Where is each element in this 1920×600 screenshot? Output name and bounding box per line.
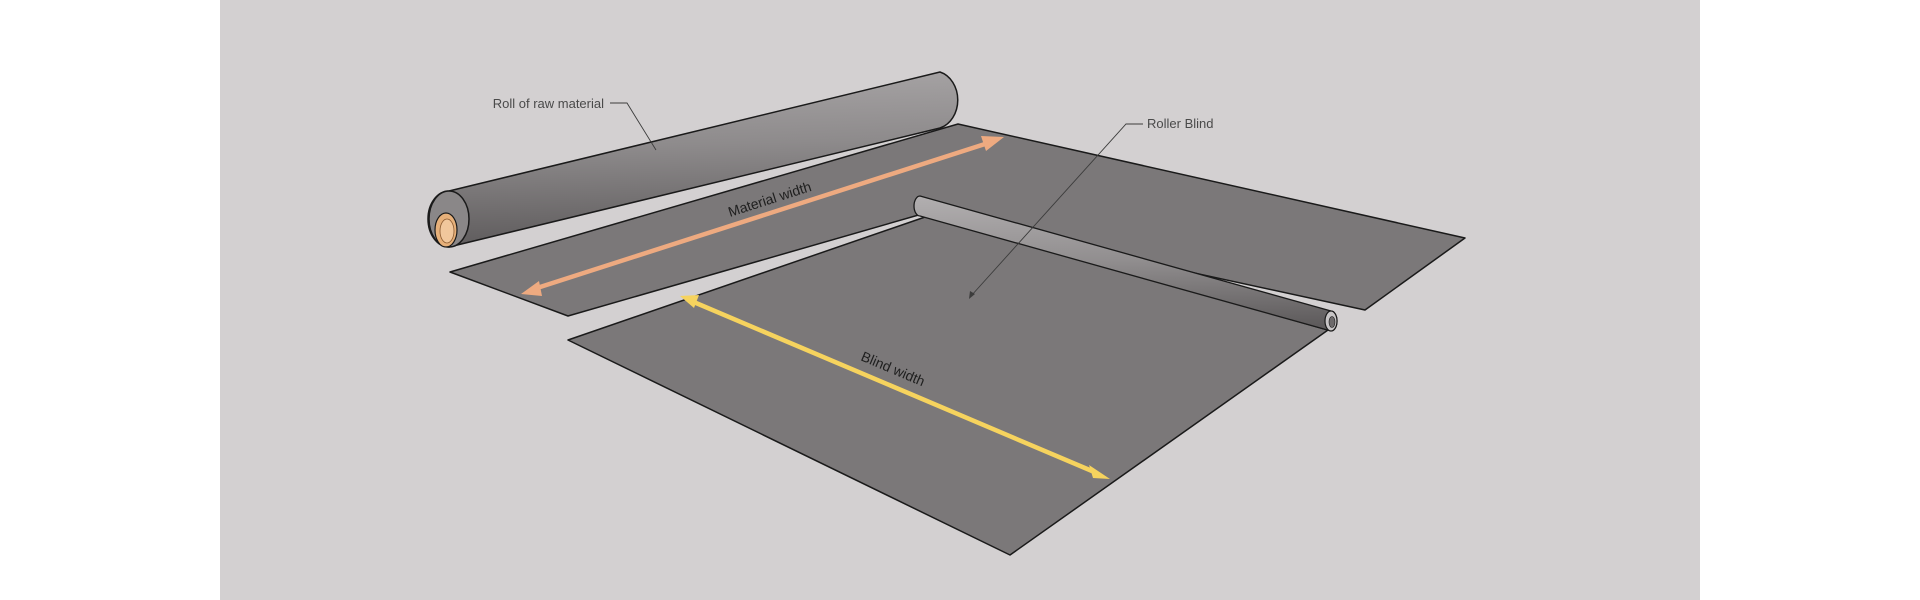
raw-material-roll <box>427 71 959 248</box>
roll-of-raw-material-callout: Roll of raw material <box>493 96 604 111</box>
roller-blind-tube <box>913 195 1338 332</box>
material-width-arrow <box>521 136 1004 296</box>
roll-leader-line <box>610 102 657 151</box>
roller-blind-callout: Roller Blind <box>1147 116 1213 131</box>
roller-blind-leader-line <box>970 123 1143 297</box>
blind-width-arrow <box>680 295 1110 479</box>
roller-blind-leader-arrowhead <box>969 291 975 299</box>
